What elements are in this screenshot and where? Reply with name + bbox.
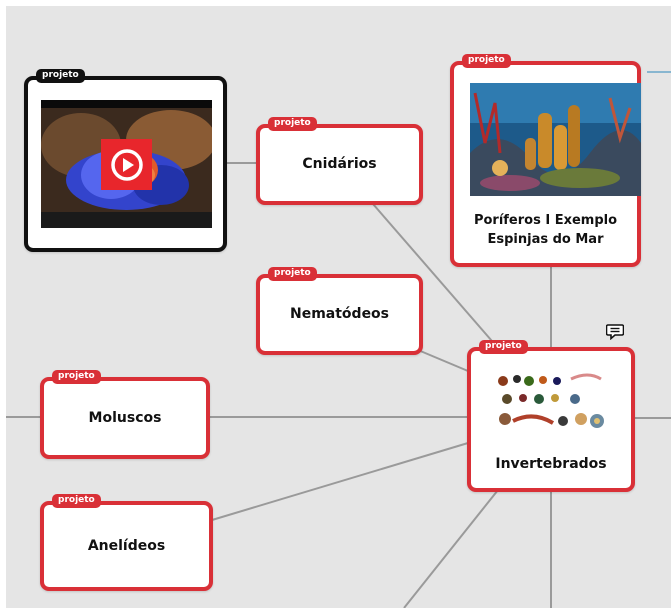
node-invertebrados[interactable]: projeto Invertebrados <box>467 340 635 492</box>
node-anelideos[interactable]: projeto Anelídeos <box>40 494 213 591</box>
node-tag: projeto <box>462 54 511 68</box>
link-cnidarios-invertebrados <box>372 203 499 349</box>
mind-map-canvas[interactable]: projeto projeto <box>6 6 671 608</box>
node-tag: projeto <box>36 69 85 83</box>
connection-lines <box>6 71 671 608</box>
node-video[interactable]: projeto <box>24 69 227 252</box>
node-tag: projeto <box>52 370 101 384</box>
link-anelideos-invertebrados <box>211 442 469 521</box>
invertebrados-image <box>498 373 604 428</box>
node-tag: projeto <box>52 494 101 508</box>
node-label: Nematódeos <box>289 306 390 322</box>
poriferos-image <box>470 83 641 196</box>
node-label: Invertebrados <box>495 456 607 472</box>
node-poriferos[interactable]: projeto Poríferos I Exemplo Espinjas do … <box>450 54 641 267</box>
node-moluscos[interactable]: projeto Moluscos <box>40 370 210 459</box>
node-label-line2: Espinjas do Mar <box>487 232 604 247</box>
link-invertebrados-down-left <box>403 489 499 608</box>
node-tag: projeto <box>268 267 317 281</box>
node-label: Poríferos I Exemplo Espinjas do Mar <box>454 211 637 249</box>
comment-icon[interactable] <box>606 324 624 340</box>
node-cnidarios[interactable]: projeto Cnidários <box>256 117 423 205</box>
node-label: Cnidários <box>302 156 377 172</box>
node-label: Moluscos <box>88 409 162 426</box>
play-button[interactable] <box>101 139 152 190</box>
play-icon <box>110 148 143 181</box>
node-label-line1: Poríferos I Exemplo <box>473 213 618 228</box>
node-nematodeos[interactable]: projeto Nematódeos <box>256 267 423 355</box>
node-tag: projeto <box>268 117 317 131</box>
node-label: Anelídeos <box>87 537 166 554</box>
node-tag: projeto <box>479 340 528 354</box>
link-nematodeos-invertebrados <box>417 349 469 372</box>
video-thumbnail[interactable] <box>41 100 212 228</box>
